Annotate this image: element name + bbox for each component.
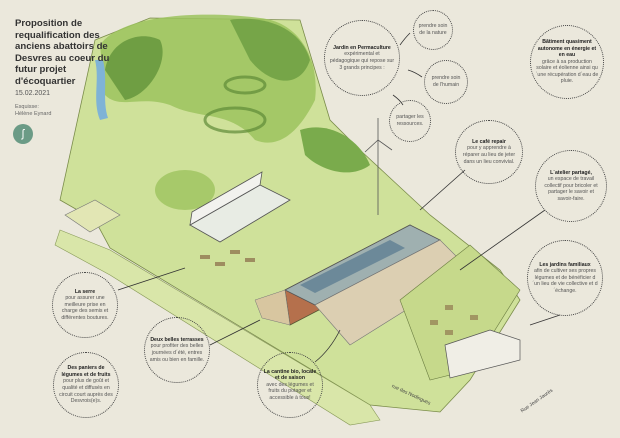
family-gardens [399,244,521,381]
garden-beds [223,75,267,95]
bubble-text: afin de cultiver ses propres légumes et … [532,268,598,294]
bubble-title: Des paniers de légumes et de fruits [61,365,111,378]
tree-cluster [300,127,370,173]
bubble-text: pour plus de goût et qualité et diffusés… [59,378,113,405]
bubble-title: La cantine bio, locale et de saison [263,368,317,382]
credit: Esquisse: Hélène Eynard [15,104,75,118]
wind-turbine [364,118,393,215]
bubble-text: grâce à sa production solaire et éolienn… [535,58,599,85]
bubble-title: Deux belles terrasses [150,336,204,343]
bubble-text: prendre soin de l'humain [431,75,461,88]
bubble-text: partager les ressources. [396,114,424,127]
solar-panels [300,240,405,293]
greenhouse-roof [189,171,263,226]
bubble-text: avec des légumes et fruits du potager et… [266,381,314,401]
bubble-title: Le café repair [472,138,506,145]
bubble-text: pour assurer une meilleure prise en char… [61,295,109,321]
bubble-text: un espace de travail collectif pour bric… [544,176,598,202]
bubble-title: L´atelier partagé, [550,169,592,176]
bubble-title: Jardin en Permaculture [333,44,391,51]
meadow [155,170,215,210]
vegetable-beds [200,250,255,266]
bubble-batiment: Bâtiment quasiment autonome en énergie e… [530,25,604,99]
bubble-text: prendre soin de la nature [418,23,448,36]
bubble-nature: prendre soin de la nature [413,10,453,50]
bubble-text: expérimental et pédagogique qui repose s… [329,51,395,71]
date: 15.02.2021 [15,90,51,97]
credit-author: Hélène Eynard [15,111,52,117]
credit-label: Esquisse: [15,104,39,110]
garden-beds [203,106,267,134]
tree-cluster [105,36,163,100]
bubble-text: pour profiter des belles journées d´été,… [149,343,205,363]
terrace-left [254,289,291,326]
tree-cluster [230,18,310,81]
bubble-ressources: partager les ressources. [389,100,431,142]
animal-pen [64,199,121,233]
logo-icon: ʃ [13,124,33,144]
leader-lines [117,32,561,363]
bubble-atelier: L´atelier partagé,un espace de travail c… [535,150,607,222]
page-title: Proposition de requalification des ancie… [15,18,110,87]
pond [95,60,108,120]
bubble-title: Bâtiment quasiment autonome en énergie e… [537,38,597,59]
bubble-humain: prendre soin de l'humain [424,60,468,104]
bubble-title: La serre [74,288,96,295]
shed [444,329,521,379]
bubble-text: pour y apprendre à réparer au lieu de je… [462,145,516,165]
bubble-title: Les jardins familiaux [539,261,591,268]
